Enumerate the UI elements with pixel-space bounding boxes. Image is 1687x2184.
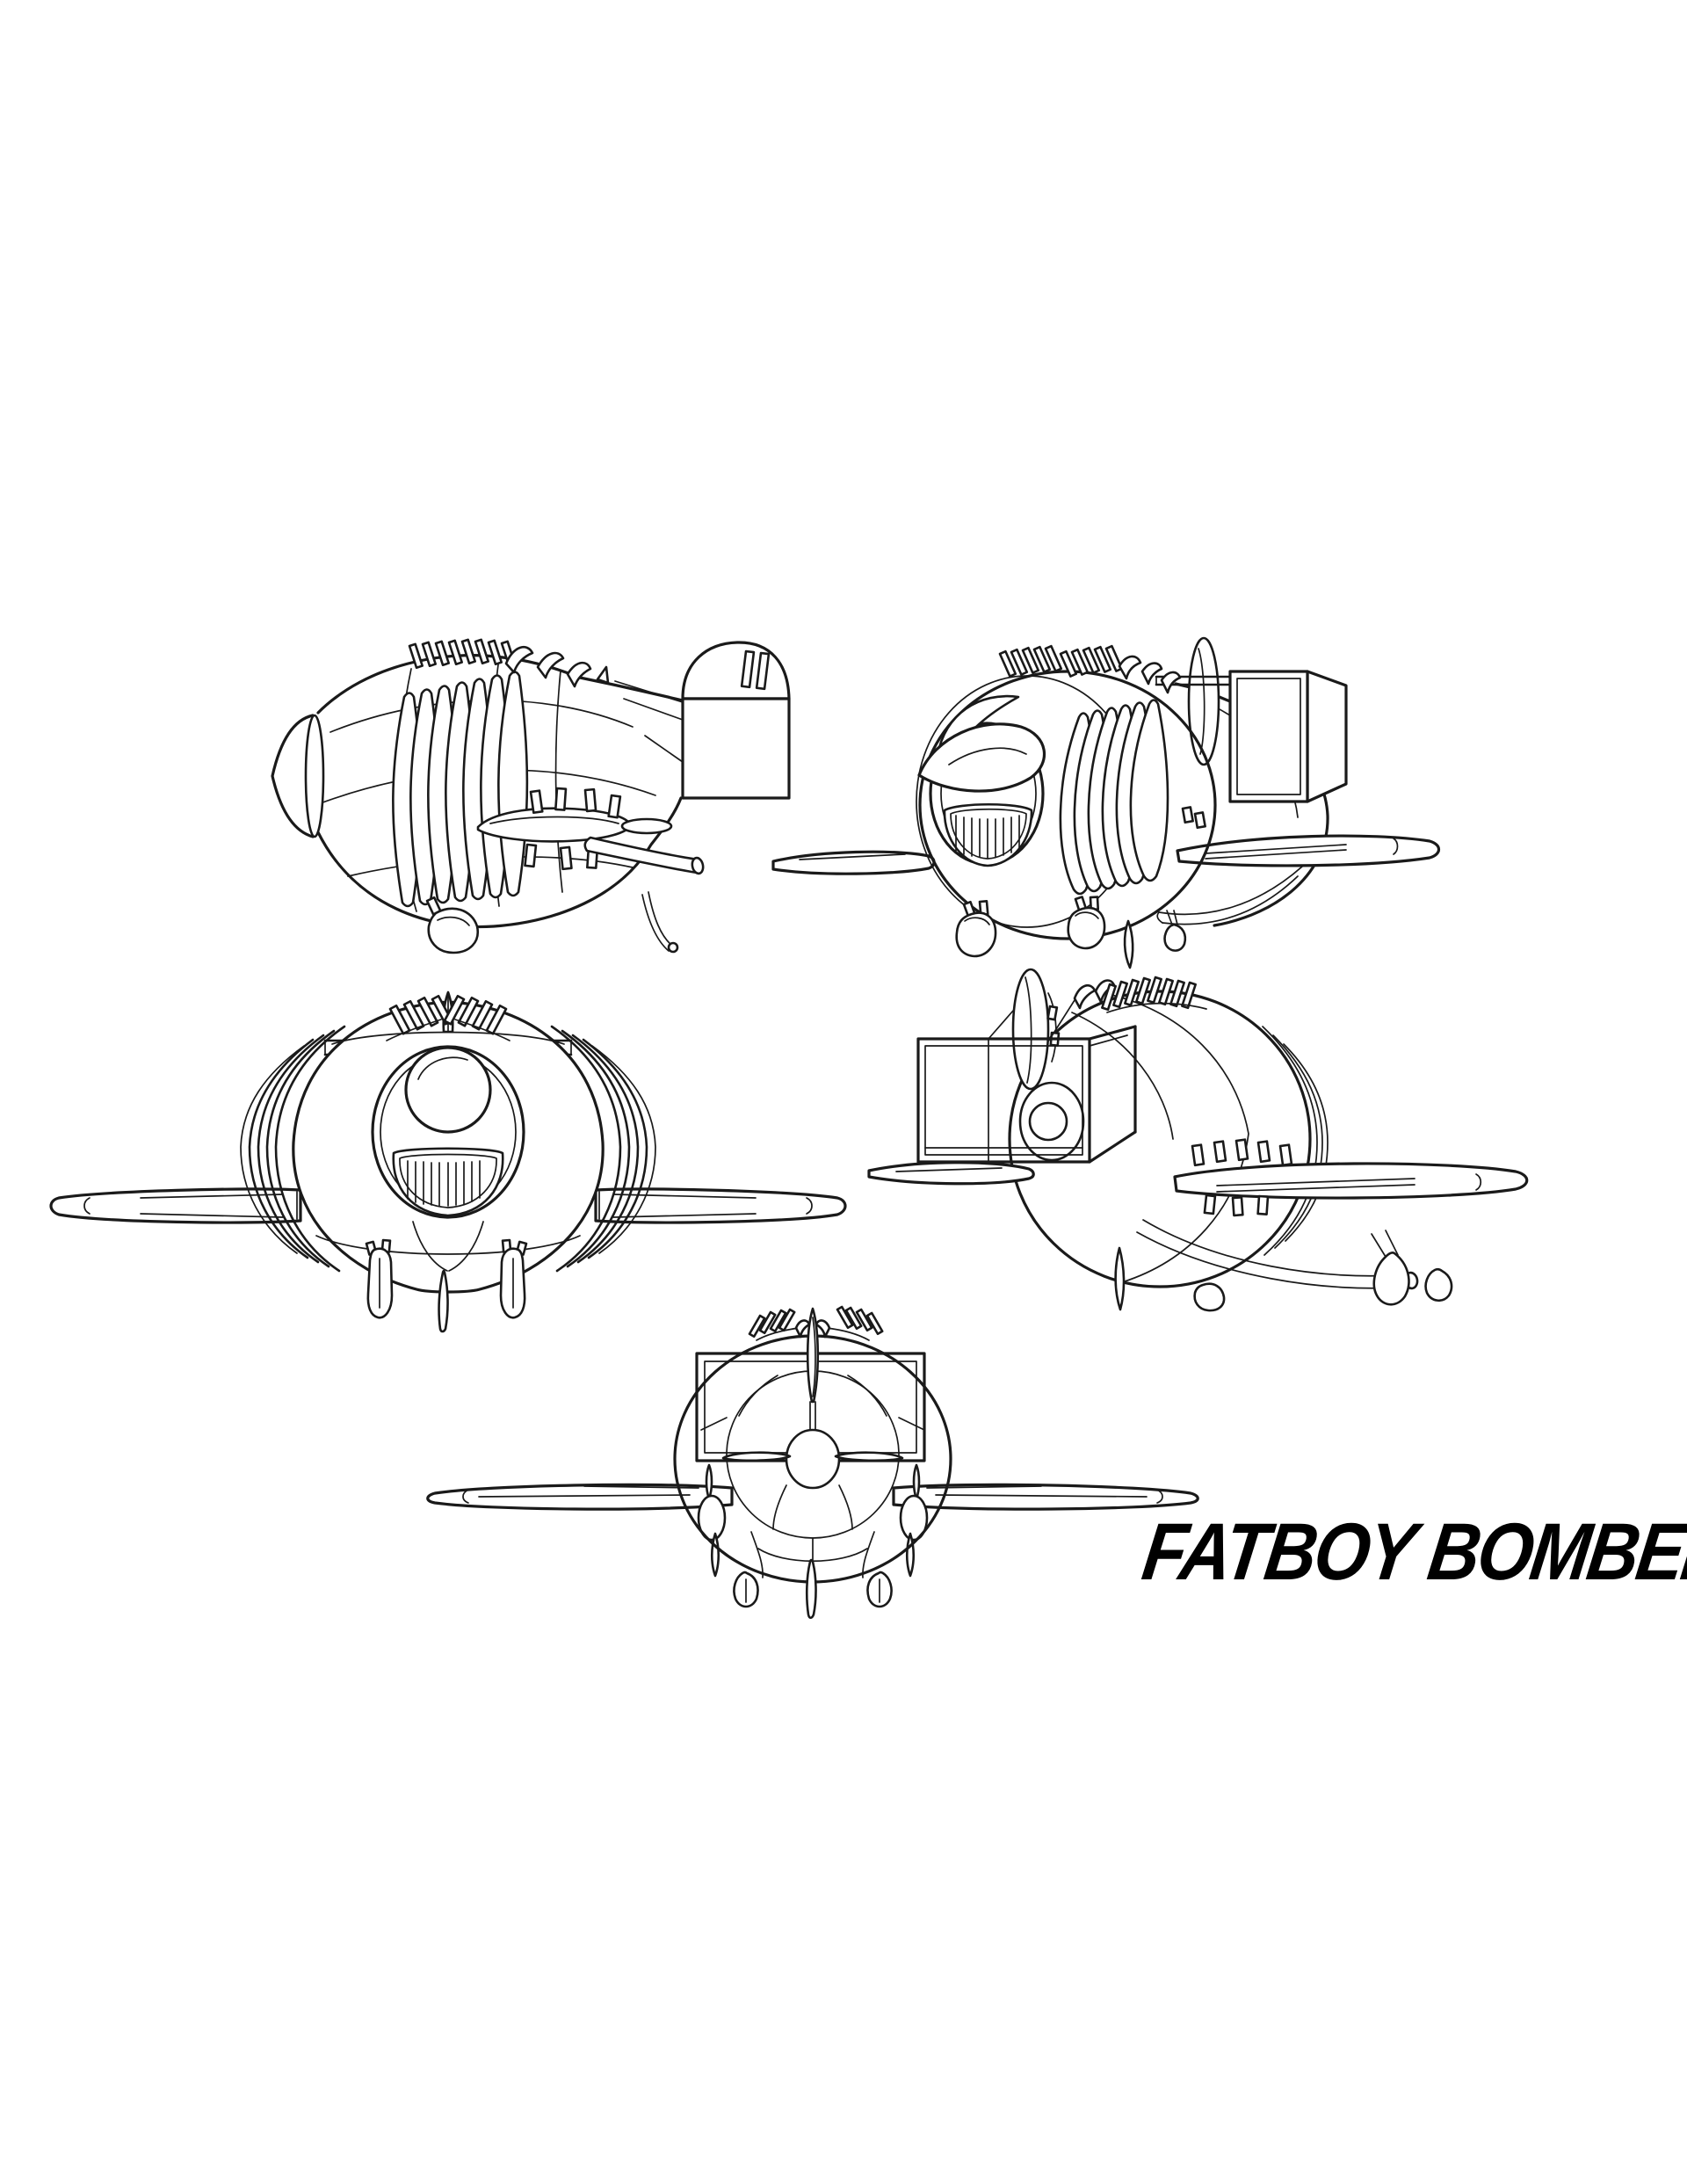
- landing-gear-bombs: [365, 1221, 528, 1333]
- tail-skid: [641, 891, 679, 954]
- tail-fin: [806, 1307, 820, 1432]
- rear-quarter-view-drawing: [867, 968, 1529, 1312]
- right-wing: [1176, 834, 1441, 867]
- wings: [867, 1138, 1529, 1217]
- tail-wheel: [1372, 1252, 1410, 1306]
- center-skid: [805, 1558, 817, 1620]
- grille: [943, 803, 1033, 867]
- page-title: FATBOY BOMBER: [1137, 1507, 1687, 1597]
- tail-wheel: [1163, 923, 1187, 952]
- tail-box: [1228, 670, 1309, 803]
- belly-bomb: [425, 896, 480, 954]
- wings: [771, 834, 1441, 875]
- propeller-spinner: [917, 694, 1046, 793]
- side-rib-bands: [240, 1025, 657, 1273]
- canopy-scallops: [504, 645, 610, 688]
- fuselage: [1008, 990, 1329, 1288]
- wings: [426, 1463, 1199, 1608]
- elevators: [721, 1451, 904, 1462]
- bombs-and-gear: [955, 896, 1187, 969]
- nose-ring: [304, 714, 325, 838]
- propeller-blade-tip: [1123, 919, 1134, 969]
- tail-box: [695, 1352, 926, 1462]
- cowl-ribs: [1059, 699, 1169, 896]
- bomb: [1067, 906, 1106, 950]
- propeller-spinner: [404, 1046, 492, 1134]
- tail-assembly: [1011, 968, 1085, 1162]
- rear-view-drawing: [426, 1305, 1199, 1620]
- exhaust-stacks: [408, 638, 516, 670]
- bomb: [955, 911, 997, 958]
- left-wing: [867, 1161, 1035, 1186]
- side-view-drawing: [271, 638, 791, 954]
- top-exhausts: [998, 644, 1182, 694]
- exhaust-clusters: [386, 994, 511, 1042]
- wing-fillet-pipe: [1156, 866, 1303, 925]
- tail-box: [681, 697, 791, 800]
- bomb: [1193, 1282, 1226, 1312]
- stabilizer-edge: [620, 817, 673, 835]
- cowl-ribs: [392, 671, 529, 908]
- left-wing: [771, 850, 936, 875]
- fuselage: [271, 654, 684, 929]
- tail-skid: [438, 1269, 449, 1333]
- skid-blade: [1114, 1246, 1126, 1311]
- wing-root: [476, 787, 633, 871]
- exhaust-pipe: [583, 836, 705, 875]
- top-exhausts: [1073, 976, 1207, 1013]
- bomb: [1424, 1267, 1453, 1302]
- tail-box: [916, 999, 1137, 1164]
- grille: [392, 1147, 504, 1217]
- tail-cone: [785, 1428, 841, 1490]
- tail-assembly: [614, 641, 791, 835]
- exhaust-clusters: [748, 1305, 884, 1341]
- front-view-drawing: [49, 990, 847, 1333]
- front-quarter-view-drawing: [771, 636, 1441, 969]
- underside: [1114, 1230, 1453, 1312]
- tail-assembly: [1155, 636, 1348, 830]
